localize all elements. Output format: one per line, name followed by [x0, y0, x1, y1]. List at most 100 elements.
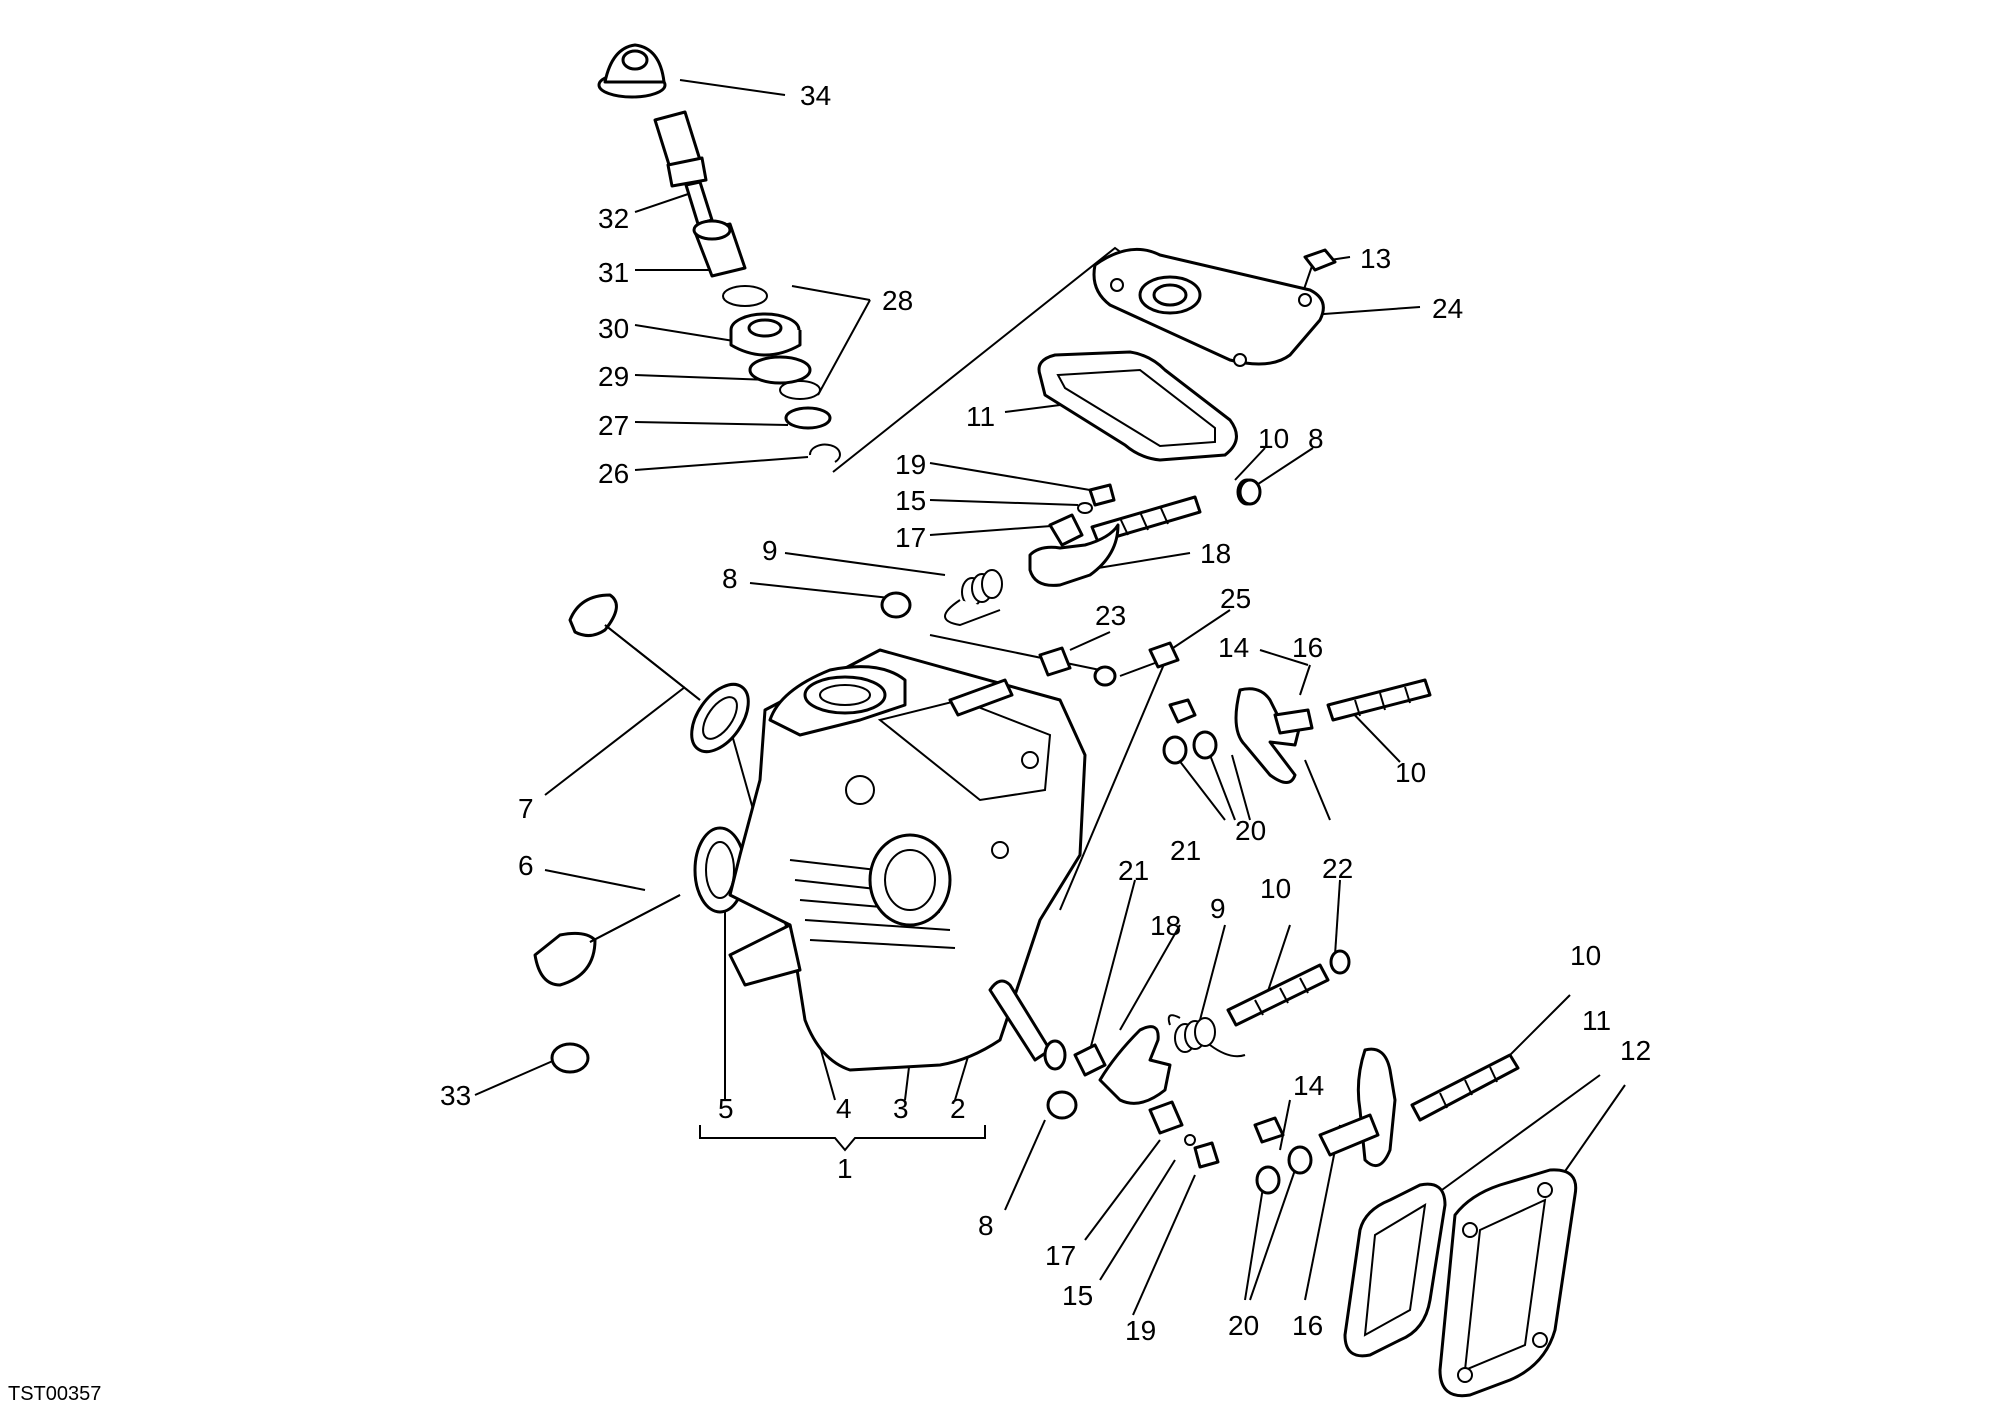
callout-18: 18 [1200, 538, 1231, 569]
rocker-part-16-lower [1318, 1047, 1397, 1168]
callout-21: 21 [1170, 835, 1201, 866]
callout-3: 3 [893, 1093, 909, 1124]
callout-2: 2 [950, 1093, 966, 1124]
nut-part-14-lower [1253, 1116, 1285, 1144]
callout-4: 4 [836, 1093, 852, 1124]
callout-8: 8 [1308, 423, 1324, 454]
callout-5: 5 [718, 1093, 734, 1124]
callout-11-b: 11 [1582, 1005, 1611, 1036]
seal-part-4 [690, 682, 750, 754]
rocker-part-18-top [1028, 523, 1120, 587]
callout-27: 27 [598, 410, 629, 441]
callout-16: 16 [1292, 632, 1323, 663]
washer-part-23 [1093, 665, 1117, 687]
washer-part-20-top-a [1162, 735, 1188, 765]
spring-part-9-lower [1167, 1014, 1246, 1058]
callout-20-b: 20 [1228, 1310, 1259, 1341]
callout-13: 13 [1360, 243, 1391, 274]
callout-32: 32 [598, 203, 629, 234]
callout-31: 31 [598, 257, 629, 288]
callout-8-b: 8 [722, 563, 738, 594]
callout-9: 9 [762, 535, 778, 566]
washer-part-29 [748, 355, 812, 385]
callout-7: 7 [518, 793, 534, 824]
washer-part-15-top [1077, 502, 1093, 514]
callout-10-d: 10 [1570, 940, 1601, 971]
boot-part-34 [597, 43, 667, 99]
callout-10: 10 [1258, 423, 1289, 454]
valve-part-7 [568, 593, 701, 701]
washer-part-20-top-b [1192, 730, 1218, 760]
washer-part-20-lower-a [1255, 1165, 1281, 1195]
rocker-part-18-lower [1098, 1025, 1172, 1105]
washer-part-22 [1329, 949, 1351, 975]
circlip-part-26 [808, 443, 841, 463]
plug-part-33 [550, 1042, 590, 1074]
washer-part-15-lower [1184, 1134, 1196, 1146]
callout-14-b: 14 [1293, 1070, 1324, 1101]
callout-23: 23 [1095, 600, 1126, 631]
callout-15-b: 15 [1062, 1280, 1093, 1311]
guide-part-3 [948, 678, 1014, 717]
shaft-part-10-right [1326, 678, 1432, 722]
reference-code: TST00357 [8, 1383, 101, 1405]
nut-part-30 [729, 312, 802, 357]
callout-19-b: 19 [1125, 1315, 1156, 1346]
callout-10-b: 10 [1395, 757, 1426, 788]
callout-26: 26 [598, 458, 629, 489]
sensor-part-32 [653, 110, 714, 226]
washer-part-8-top-right [1238, 478, 1262, 506]
plug-part-21-lower [1073, 1043, 1107, 1077]
callout-17-b: 17 [1045, 1240, 1076, 1271]
rocker-part-16-top [1234, 687, 1314, 784]
gasket-part-11-lower [1343, 1182, 1447, 1358]
callout-17: 17 [895, 522, 926, 553]
callout-29: 29 [598, 361, 629, 392]
callout-6: 6 [518, 850, 534, 881]
washer-part-8-lower [1046, 1090, 1078, 1120]
washer-part-20-lower-b [1287, 1145, 1313, 1175]
callout-34: 34 [800, 80, 831, 111]
callout-30: 30 [598, 313, 629, 344]
pin-part-19-top [1088, 483, 1116, 507]
shaft-part-10-middle [1226, 963, 1330, 1027]
callout-9-b: 9 [1210, 893, 1226, 924]
plug-part-21-top [1038, 646, 1072, 677]
bush-part-17-top [1048, 513, 1084, 547]
callout-20: 20 [1235, 815, 1266, 846]
bolt-part-25 [1119, 641, 1180, 677]
guide-part-2 [988, 979, 1067, 1071]
callout-22: 22 [1322, 853, 1353, 884]
cover-part-12 [1438, 1168, 1578, 1398]
callout-16-b: 16 [1292, 1310, 1323, 1341]
bush-part-17-lower [1148, 1100, 1184, 1135]
callout-10-c: 10 [1260, 873, 1291, 904]
callout-33: 33 [440, 1080, 471, 1111]
gasket-part-11-top [1037, 350, 1238, 462]
callout-8-c: 8 [978, 1210, 994, 1241]
valve-seat-part-5 [693, 826, 747, 914]
callout-14: 14 [1218, 632, 1249, 663]
washer-part-8-top-left [880, 591, 912, 619]
washer-part-27 [784, 406, 832, 430]
callout-15: 15 [895, 485, 926, 516]
o-ring-part-28-upper [722, 285, 768, 307]
callout-19: 19 [895, 449, 926, 480]
callout-21-b: 21 [1118, 855, 1149, 886]
valve-part-6 [533, 894, 681, 987]
callout-24: 24 [1432, 293, 1463, 324]
pin-part-19-lower [1193, 1141, 1220, 1169]
cover-part-24 [1092, 247, 1325, 367]
cylinder-head-part-1 [728, 648, 1087, 1072]
callout-12: 12 [1620, 1035, 1651, 1066]
nut-part-14-top [1168, 698, 1197, 724]
callout-25: 25 [1220, 583, 1251, 614]
parts [533, 43, 1578, 1398]
spring-part-9-top [944, 569, 1003, 627]
bush-part-31 [692, 219, 747, 278]
callout-11: 11 [966, 401, 995, 432]
callout-28: 28 [882, 285, 913, 316]
callout-18-b: 18 [1150, 910, 1181, 941]
callout-labels: 34 32 31 30 28 29 27 26 13 24 11 10 8 19… [8, 80, 1651, 1405]
